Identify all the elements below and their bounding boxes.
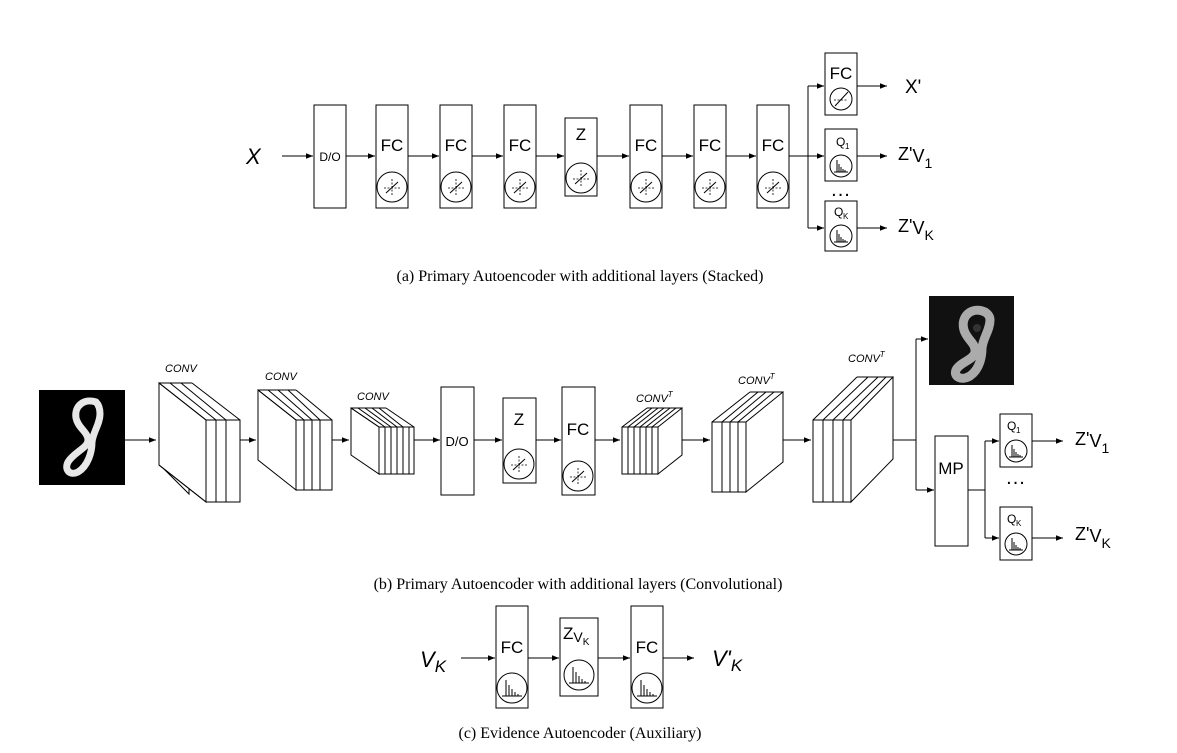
latent-label: ZVK	[563, 624, 590, 648]
dropout-label: D/O	[445, 434, 468, 449]
evidence-fc-1: FC	[495, 605, 529, 709]
q1-subscript: 1	[845, 142, 850, 151]
q1-label: Q	[836, 135, 845, 149]
sigmoid-activation-icon	[829, 87, 853, 111]
z-prime: Z'	[898, 144, 912, 164]
max-pool-layer: MP	[934, 435, 969, 547]
latent-label: Z	[576, 125, 586, 144]
convt-label: CONVT	[738, 372, 776, 387]
ellipsis: ...	[1006, 467, 1026, 489]
qk-label: Q	[834, 205, 843, 219]
input-digit-image	[39, 390, 125, 485]
dropout-label: D/O	[319, 150, 340, 164]
encoder-fc-3: FC	[503, 104, 537, 209]
fc-label: FC	[699, 136, 722, 155]
output-x-prime-label: X'	[905, 77, 921, 98]
fc-label: FC	[762, 136, 785, 155]
decoder-fc-3: FC	[756, 104, 790, 209]
panel-b: CONV CONV	[39, 296, 1111, 593]
caption-b: (b) Primary Autoencoder with additional …	[374, 576, 783, 593]
mp-label: MP	[938, 459, 964, 478]
fc-label: FC	[636, 638, 659, 657]
q1-head: Q 1	[999, 413, 1033, 468]
evidence-fc-2: FC	[630, 605, 664, 709]
decoder-fc-1: FC	[629, 104, 663, 209]
output-zv1-label: Z'V1	[1075, 429, 1109, 456]
qk-label: Q	[1007, 512, 1016, 526]
caption-c: (c) Evidence Autoencoder (Auxiliary)	[458, 725, 701, 742]
qk-head: Q K	[824, 200, 858, 252]
convt-label: CONVT	[848, 350, 886, 365]
decoder-fc-2: FC	[693, 104, 727, 209]
fc-label: FC	[567, 420, 590, 439]
output-zvk-label: Z'VK	[898, 216, 934, 243]
fc-label: FC	[830, 64, 853, 83]
ellipsis: ...	[831, 179, 851, 201]
output-vk-prime-label: V'K	[712, 646, 743, 675]
output-zvk-label: Z'VK	[1075, 524, 1111, 551]
conv-block-3: CONV	[350, 391, 415, 475]
panel-c: VK FC ZVK FC V'K (c) Evidence Autoencode…	[420, 605, 743, 742]
fc-label: FC	[445, 136, 468, 155]
v-letter: V	[912, 218, 924, 238]
fc-label: FC	[635, 136, 658, 155]
latent-label: Z	[514, 410, 524, 429]
dropout-layer	[440, 386, 475, 496]
encoder-fc-2: FC	[439, 104, 473, 209]
panel-a: X D/O FC FC FC Z FC	[245, 52, 934, 285]
latent-z: Z	[502, 397, 537, 484]
conv-label: CONV	[265, 371, 298, 383]
fc-label: FC	[509, 136, 532, 155]
output-fc: FC	[824, 52, 858, 116]
conv-block-1: CONV	[158, 363, 241, 504]
conv-block-2: CONV	[257, 371, 333, 492]
output-zv1-label: Z'V1	[898, 144, 932, 171]
reconstructed-digit-image	[929, 296, 1014, 385]
fc-label: FC	[501, 638, 524, 657]
fc-label: FC	[381, 136, 404, 155]
convt-block-3: CONVT	[812, 350, 894, 504]
qk-subscript: K	[1016, 519, 1022, 528]
evidence-latent: ZVK	[559, 617, 599, 697]
caption-a: (a) Primary Autoencoder with additional …	[397, 268, 764, 285]
fc-layer: FC	[561, 386, 596, 496]
v-subscript: K	[924, 227, 934, 243]
input-vk-label: VK	[420, 647, 447, 676]
latent-z: Z	[564, 117, 598, 197]
conv-label: CONV	[165, 363, 198, 375]
q1-head: Q 1	[824, 128, 858, 182]
z-prime: Z'	[898, 216, 912, 236]
encoder-fc-1: FC	[375, 104, 409, 209]
conv-label: CONV	[357, 391, 390, 403]
v-letter: V	[912, 146, 924, 166]
convt-label: CONVT	[636, 390, 674, 405]
v-subscript: 1	[924, 155, 932, 171]
input-x-label: X	[245, 144, 262, 169]
qk-head: Q K	[999, 506, 1033, 561]
q1-subscript: 1	[1016, 426, 1021, 435]
q1-label: Q	[1007, 419, 1016, 433]
convt-block-1: CONVT	[621, 390, 683, 476]
convt-block-2: CONVT	[711, 372, 784, 494]
qk-subscript: K	[843, 212, 849, 221]
